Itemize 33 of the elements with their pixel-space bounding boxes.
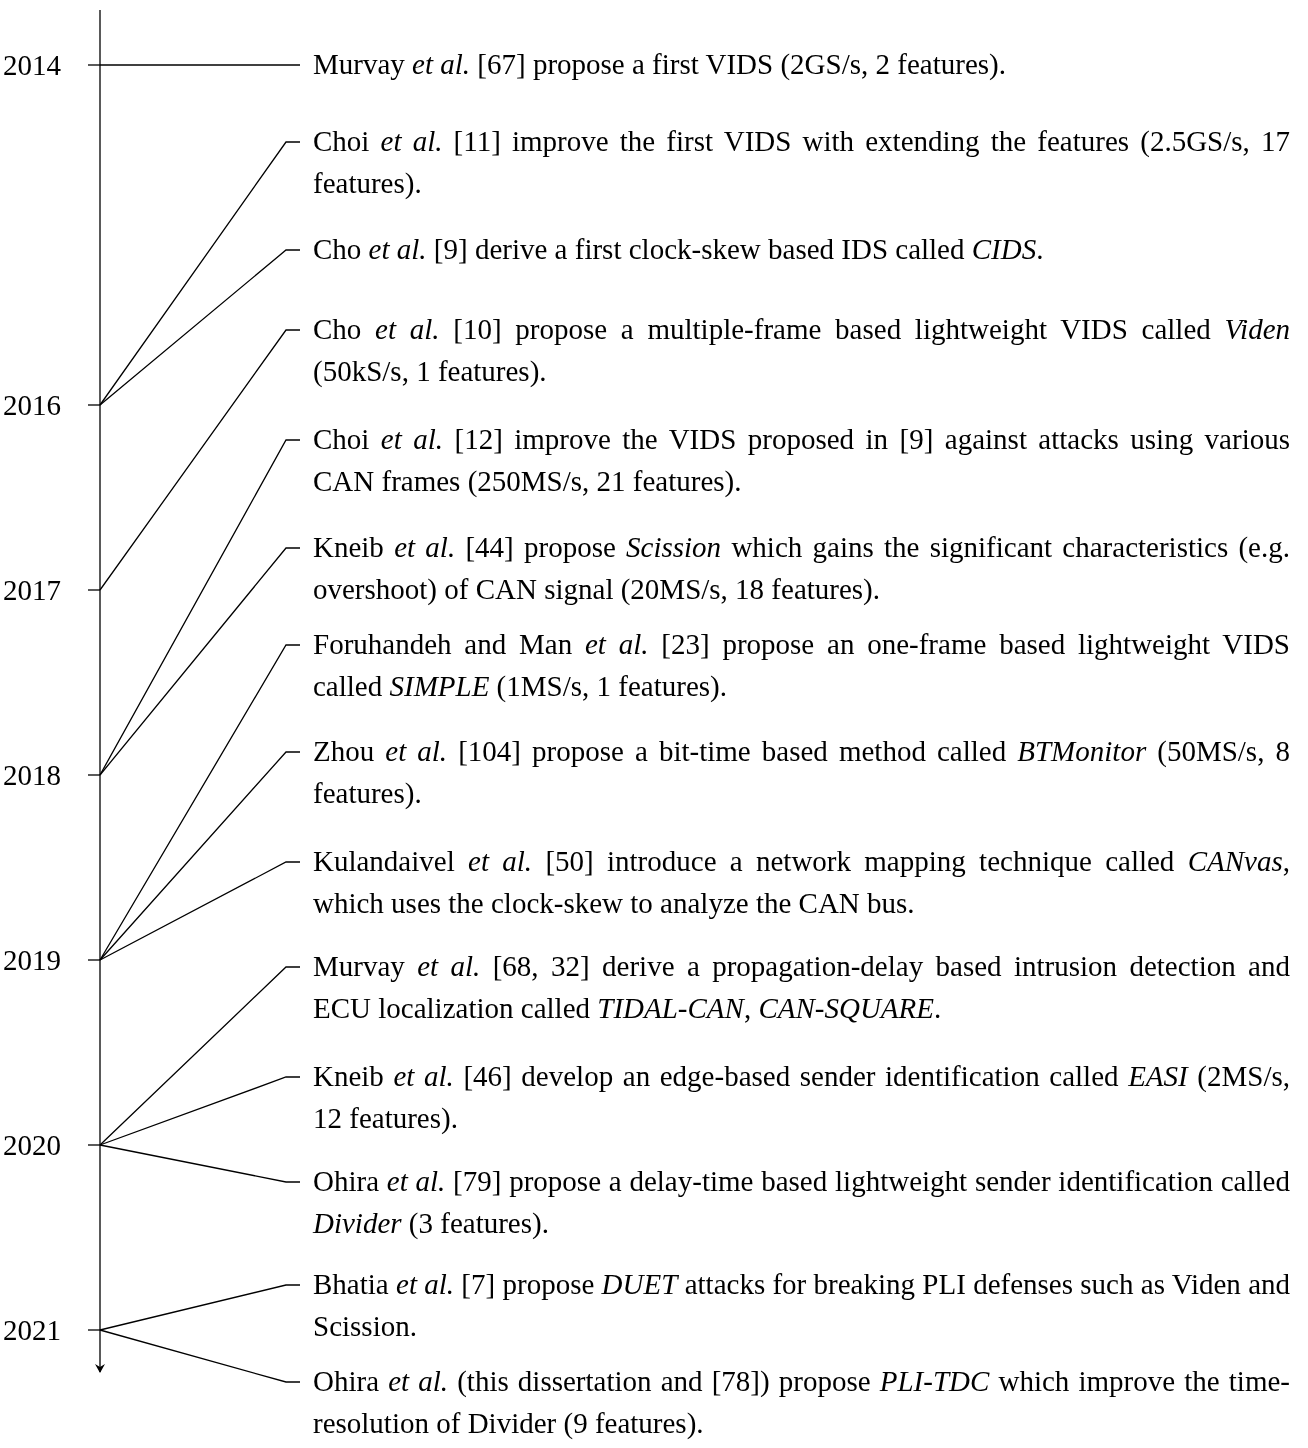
timeline-entry: Choi et al. [12] improve the VIDS proposed in [9] against attacks using various CAN frames (250MS/s, 21 features).	[300, 418, 1290, 502]
timeline-entry: Kneib et al. [46] develop an edge-based sender identification called EASI (2MS/s, 12 features).	[300, 1055, 1290, 1139]
timeline-entry: Ohira et al. (this dissertation and [78]) propose PLI-TDC which improve the time-resolution of Divider (9 features).	[300, 1360, 1290, 1444]
year-label: 2016	[0, 385, 100, 425]
timeline-entry: Zhou et al. [104] propose a bit-time based method called BTMonitor (50MS/s, 8 features).	[300, 730, 1290, 814]
timeline-entry: Cho et al. [9] derive a first clock-skew based IDS called CIDS.	[300, 228, 1290, 270]
year-label: 2021	[0, 1310, 100, 1350]
leader-line	[99, 1076, 301, 1146]
timeline-entry: Ohira et al. [79] propose a delay-time based lightweight sender identification called Divider (3 features).	[300, 1160, 1290, 1244]
leader-line	[99, 547, 301, 776]
timeline-entry: Kulandaivel et al. [50] introduce a network mapping technique called CANvas, which uses the clock-skew to analyze the CAN bus.	[300, 840, 1290, 924]
leader-line	[99, 329, 301, 591]
year-label: 2017	[0, 570, 100, 610]
year-label: 2020	[0, 1125, 100, 1165]
year-label: 2019	[0, 940, 100, 980]
timeline-entry: Choi et al. [11] improve the first VIDS with extending the features (2.5GS/s, 17 features).	[300, 120, 1290, 204]
leader-line	[99, 966, 301, 1146]
leader-line	[99, 751, 301, 961]
leader-line	[99, 141, 301, 406]
leader-line	[99, 861, 301, 961]
year-label: 2014	[0, 45, 100, 85]
leader-line	[99, 64, 301, 66]
leader-line	[99, 1144, 301, 1183]
leader-line	[99, 249, 301, 406]
timeline-entry: Foruhandeh and Man et al. [23] propose an one-frame based lightweight VIDS called SIMPLE (1MS/s, 1 features).	[300, 623, 1290, 707]
timeline-entry: Bhatia et al. [7] propose DUET attacks for breaking PLI defenses such as Viden and Scission.	[300, 1263, 1290, 1347]
leader-line	[99, 1284, 301, 1331]
leader-line	[99, 1329, 301, 1383]
timeline-entry: Murvay et al. [67] propose a first VIDS (2GS/s, 2 features).	[300, 43, 1290, 85]
timeline-entry: Murvay et al. [68, 32] derive a propagation-delay based intrusion detection and ECU localization called TIDAL-CAN, CAN-SQUARE.	[300, 945, 1290, 1029]
timeline-entry: Kneib et al. [44] propose Scission which gains the significant characteristics (e.g. overshoot) of CAN signal (20MS/s, 18 features).	[300, 526, 1290, 610]
timeline-entry: Cho et al. [10] propose a multiple-frame based lightweight VIDS called Viden (50kS/s, 1 features).	[300, 308, 1290, 392]
year-label: 2018	[0, 755, 100, 795]
